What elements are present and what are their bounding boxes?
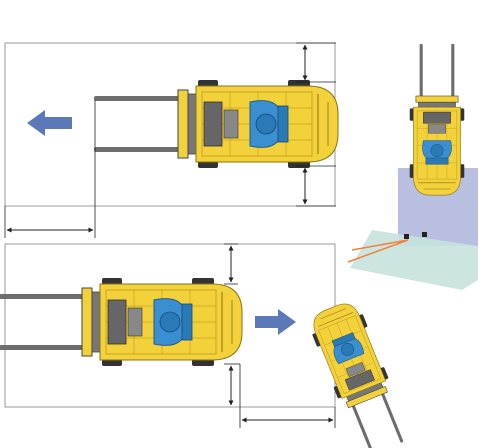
side-clearance-dimension-bottom [224,363,240,406]
side-clearance-dimension-top [224,243,238,285]
arrow-right-icon [255,309,296,335]
panel-forks-forward [4,42,339,238]
panel-turning-visibility [305,43,478,448]
panel-reverse-travel [0,243,336,428]
rear-clearance-dimension [239,364,336,428]
sight-line [351,239,409,251]
side-clearance-dimension-top [296,42,336,83]
marker-point [404,234,409,239]
marker-point [422,232,427,237]
side-clearance-dimension-bottom [296,165,336,207]
forklift-top-view [305,297,414,448]
front-clearance-dimension [4,100,96,238]
forklift-top-view [409,43,465,196]
arrow-left-icon [27,110,72,136]
forklift-top-view [93,79,339,169]
forklift-top-view [0,277,243,367]
sight-line [347,239,409,263]
